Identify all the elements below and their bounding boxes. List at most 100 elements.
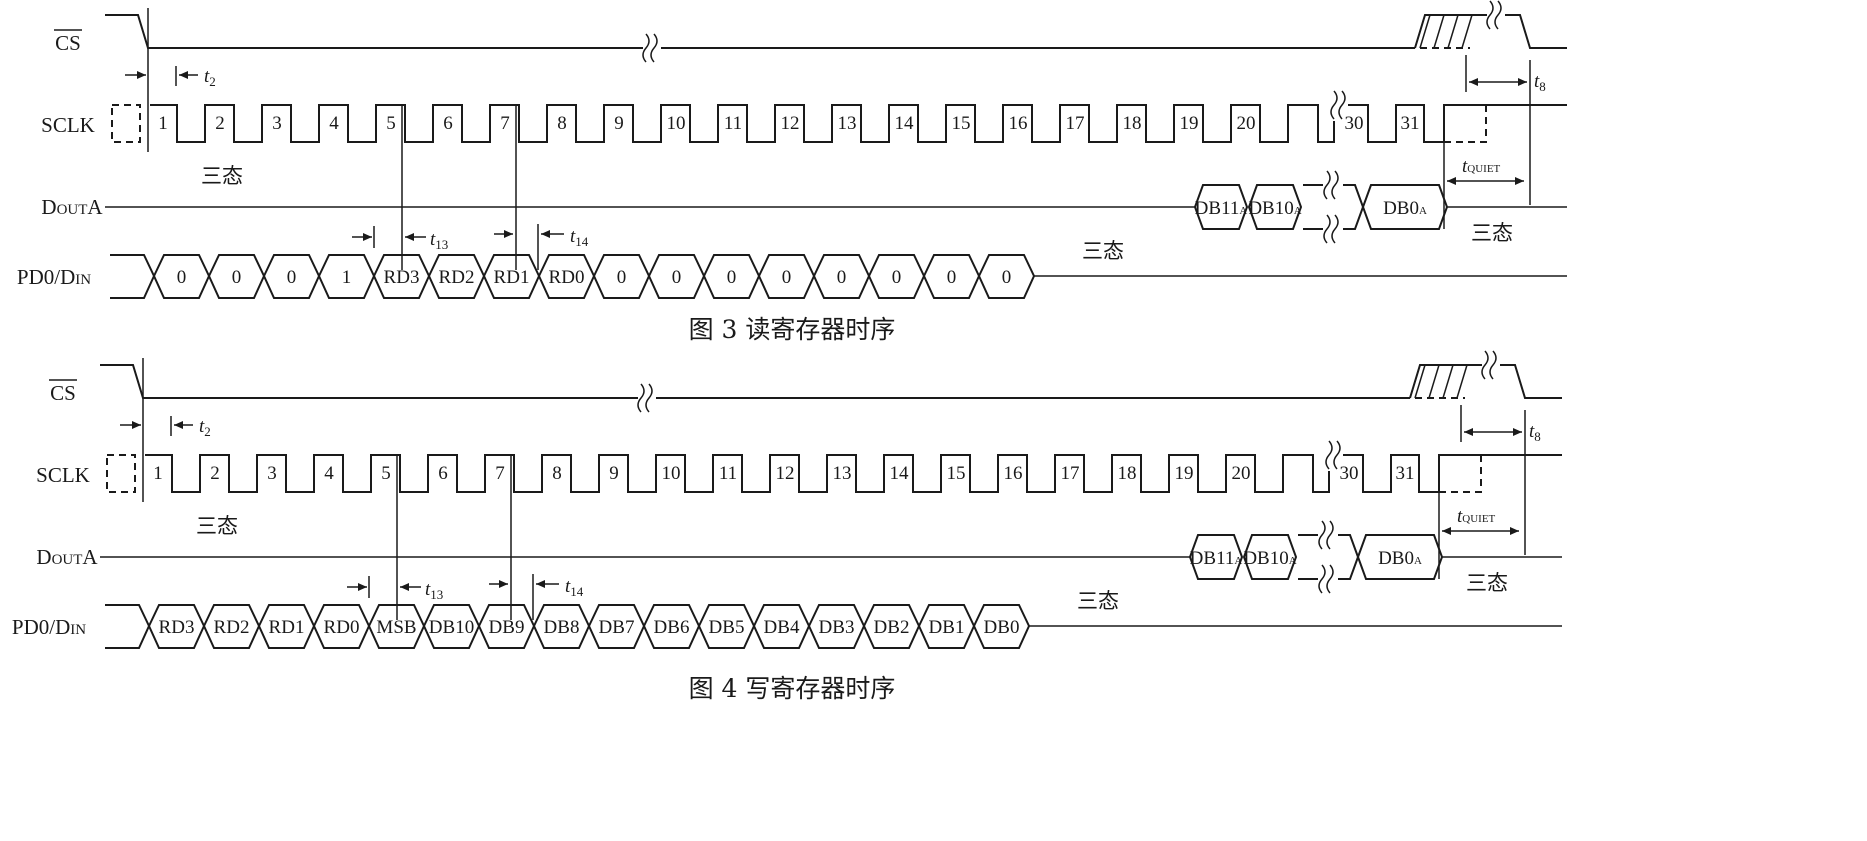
din-cell-label: DB3 [819,617,855,638]
sclk-number: 7 [500,113,510,134]
break-squiggle [1323,214,1331,244]
break-squiggle [1489,350,1497,380]
t13-label: t13 [430,229,448,252]
tristate-label: 三态 [1077,589,1119,613]
sclk-number: 5 [381,463,391,484]
cs-low-line [105,14,1415,49]
figure-caption: 图 4 写寄存器时序 [689,674,896,703]
cs-label: CS [55,31,81,55]
dout-join-top [1338,534,1359,558]
dout-cell-label: DB0A [1383,198,1427,219]
sclk-number: 5 [386,113,396,134]
din-cell-label: 0 [782,267,792,288]
break-mark [1325,439,1344,471]
arrowhead [541,230,550,238]
sclk-number: 4 [324,463,334,484]
tristate-label: 三态 [201,164,243,188]
din-cell-label: DB4 [764,617,800,638]
sclk-dashed-tail [1444,105,1487,143]
dout-cell-label: DB11A [1190,548,1243,569]
arrowhead [405,233,414,241]
din-cell-label: RD1 [494,267,530,288]
tristate-label: 三态 [1466,571,1508,595]
sclk-number: 1 [153,463,163,484]
t14-label: t14 [570,226,589,249]
dout-cell [1188,534,1244,580]
sclk-number: 4 [329,113,339,134]
din-cell-label: 0 [1002,267,1012,288]
dout-cell-label: DB0A [1378,548,1422,569]
dout-label: DOUTA [41,195,103,219]
sclk-number: 6 [443,113,453,134]
sclk-number: 15 [947,463,966,484]
sclk-number: 8 [552,463,562,484]
sclk-pulses-1-20 [145,454,1330,493]
din-cell-label: DB7 [599,617,635,638]
sclk-number: 11 [719,463,737,484]
sclk-label: SCLK [36,463,90,487]
cs-low-line [100,364,1410,399]
t2-label: t2 [199,416,211,439]
cs-waveform [105,0,1567,152]
caption-fig4: 图 4 写寄存器时序 [689,674,896,703]
break-squiggle [1331,214,1339,244]
sclk-number: 11 [724,113,742,134]
din-cell-label: 0 [947,267,957,288]
sclk-number: 13 [838,113,857,134]
tristate-label: 三态 [1471,221,1513,245]
din-cell-label: RD3 [384,267,420,288]
arrowhead [358,583,367,591]
sclk-number: 31 [1401,113,1420,134]
din-cell-label: RD2 [439,267,475,288]
din-cell-label: 1 [342,267,352,288]
sclk-number: 16 [1009,113,1028,134]
sclk-number: 9 [614,113,624,134]
sclk-number: 2 [210,463,220,484]
break-squiggle [1331,170,1339,200]
arrowhead [1447,177,1456,185]
din-cell-label: DB0 [984,617,1020,638]
arrowhead [1469,78,1478,86]
arrowhead [137,71,146,79]
sclk-number: 10 [667,113,686,134]
tristate-label: 三态 [1082,239,1124,263]
sclk-number: 17 [1066,113,1085,134]
sclk-number: 20 [1232,463,1251,484]
dout-join-bot [1338,556,1359,580]
t13-label: t13 [425,579,443,602]
din-cell-label: DB8 [544,617,580,638]
arrowhead [363,233,372,241]
break-squiggle [1323,170,1331,200]
sclk-number: 15 [952,113,971,134]
dout-cell [1242,534,1298,580]
t2-label: t2 [204,66,216,89]
dout-cell [1247,184,1303,230]
break-squiggle [1326,520,1334,550]
dout-join-top [1343,184,1364,208]
sclk-label: SCLK [41,113,95,137]
sclk-number: 14 [890,463,910,484]
break-squiggle [637,383,645,413]
cs-rise [1409,364,1475,399]
t14-label: t14 [565,576,584,599]
break-squiggle [1325,440,1333,470]
arrowhead [499,580,508,588]
cs-hatch [1456,364,1468,399]
din-cell-label: MSB [376,617,416,638]
arrowhead [1464,428,1473,436]
arrowhead [1515,177,1524,185]
break-squiggle [1318,520,1326,550]
arrowhead [536,580,545,588]
din-cell-label: DB6 [654,617,690,638]
sclk-pulses-30-31 [1348,104,1567,143]
arrowhead [400,583,409,591]
